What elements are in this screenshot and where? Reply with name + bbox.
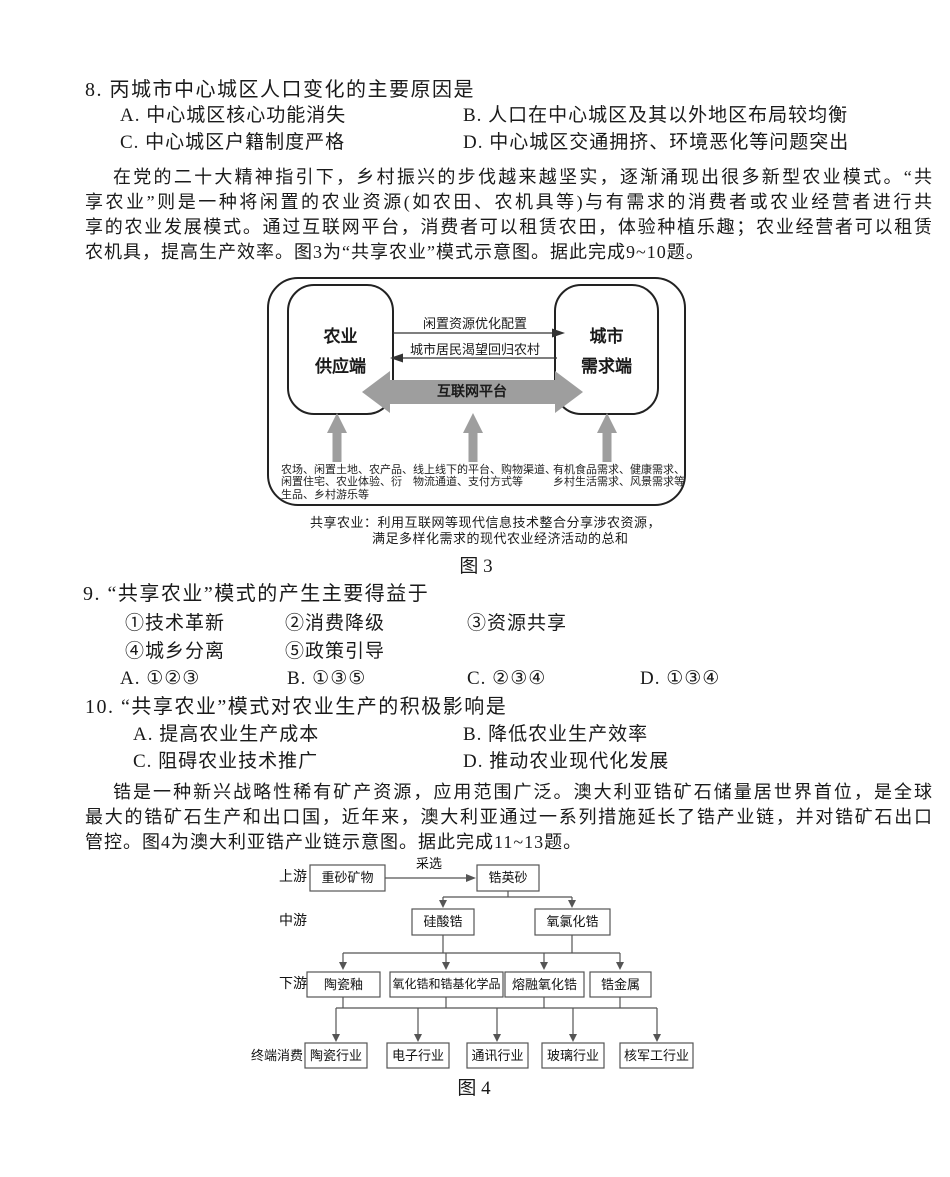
fig4-box-label-zircon-sand: 锆英砂 <box>488 870 528 885</box>
q10-option-b: B. 降低农业生产效率 <box>463 724 649 745</box>
fig4-box-label-heavy-sand: 重砂矿物 <box>321 870 374 885</box>
fig3-arrow-top-label: 闲置资源优化配置 <box>422 316 527 331</box>
fig3-demand-line-2: 需求端 <box>581 357 632 376</box>
fig4-box-heavy-sand <box>309 864 386 892</box>
fig4-box-label-glass-industry: 玻璃行业 <box>546 1048 599 1063</box>
fig4-stage-end-consumption: 终端消费 <box>251 1048 304 1063</box>
fig4-connector-upstream-midstream <box>439 891 576 908</box>
fig4-box-label-zirconia-chemicals: 氧化锆和锆基化学品 <box>392 977 501 991</box>
fig3-platform-label: 互联网平台 <box>437 383 507 399</box>
fig3-supply-items-line-2: 闲置住宅、农业体验、衍 <box>281 476 402 489</box>
fig4-stage-midstream: 中游 <box>279 914 307 929</box>
fig3-arrow-left <box>390 353 557 363</box>
fig3-supply-box <box>287 284 394 415</box>
fig3-supply-line-2: 供应端 <box>315 357 366 376</box>
fig4-box-electronics-industry <box>386 1042 450 1069</box>
passage1-line-1: 在党的二十大精神指引下，乡村振兴的步伐越来越坚实，逐渐涌现出很多新型农业模式。“… <box>113 167 933 187</box>
fig3-up-arrow-platform <box>463 413 483 462</box>
fig3-caption: 图 3 <box>459 556 493 577</box>
fig4-stage-downstream: 下游 <box>279 977 307 992</box>
fig4-box-ceramic-glaze <box>306 971 381 998</box>
fig3-platform-items-line-1: 线上线下的平台、购物渠道、 <box>413 464 556 476</box>
q9-item-2: ②消费降级 <box>285 613 386 634</box>
fig3-definition-line-1: 共享农业：利用互联网等现代信息技术整合分享涉农资源， <box>310 515 662 530</box>
fig4-box-label-telecom-industry: 通讯行业 <box>471 1048 524 1063</box>
fig4-process-label: 采选 <box>415 856 442 871</box>
fig3-platform-items-line-2: 物流通道、支付方式等 <box>413 476 523 489</box>
fig4-box-fused-zirconia <box>504 971 585 998</box>
q9-item-3: ③资源共享 <box>467 613 568 634</box>
fig3-outer-frame <box>267 277 686 506</box>
q10-option-c: C. 阻碍农业技术推广 <box>133 751 319 772</box>
q9-option-a: A. ①②③ <box>120 668 201 689</box>
fig4-box-zirconia-chemicals <box>389 971 504 998</box>
fig4-box-telecom-industry <box>466 1042 529 1069</box>
fig3-up-arrow-supply <box>327 413 347 462</box>
fig4-box-label-zirconium-silicate: 硅酸锆 <box>423 914 463 929</box>
fig4-box-label-nuclear-military: 核军工行业 <box>623 1048 689 1063</box>
passage1-line-3: 享的农业发展模式。通过互联网平台，消费者可以租赁农田，体验种植乐趣；农业经营者可… <box>85 217 933 237</box>
fig4-box-label-zirconium-metal: 锆金属 <box>600 977 640 992</box>
passage2-line-2: 最大的锆矿石生产和出口国，近年来，澳大利亚通过一系列措施延长了锆产业链，并对锆矿… <box>85 807 933 827</box>
q8-option-c: C. 中心城区户籍制度严格 <box>120 132 346 153</box>
fig4-box-nuclear-military-industry <box>619 1042 694 1069</box>
fig3-supply-items: 农场、闲置土地、农产品、 闲置住宅、农业体验、衍 生品、乡村游乐等 <box>281 464 413 501</box>
fig3-supply-items-line-3: 生品、乡村游乐等 <box>281 488 369 501</box>
fig4-connector-downstream-consumption <box>332 997 661 1042</box>
fig3-up-arrow-demand <box>597 413 617 462</box>
q9-item-1: ①技术革新 <box>125 613 226 634</box>
fig3-demand-items-line-1: 有机食品需求、健康需求、 <box>553 464 685 476</box>
fig3-demand-line-1: 城市 <box>589 327 624 346</box>
fig4-mining-arrow <box>385 874 476 882</box>
q10-option-a: A. 提高农业生产成本 <box>133 724 320 745</box>
q9-option-d: D. ①③④ <box>640 668 721 689</box>
q10-option-d: D. 推动农业现代化发展 <box>463 751 670 772</box>
q8-option-d: D. 中心城区交通拥挤、环境恶化等问题突出 <box>463 132 850 153</box>
q9-stem: 9. “共享农业”模式的产生主要得益于 <box>83 583 430 605</box>
q9-option-b: B. ①③⑤ <box>287 668 367 689</box>
fig4-box-ceramic-industry <box>304 1042 368 1069</box>
q10-stem: 10. “共享农业”模式对农业生产的积极影响是 <box>85 696 508 718</box>
fig4-box-label-electronics-industry: 电子行业 <box>391 1048 444 1063</box>
fig3-supply-line-1: 农业 <box>323 327 358 346</box>
passage2-line-3: 管控。图4为澳大利亚锆产业链示意图。据此完成11~13题。 <box>85 832 583 852</box>
q9-item-5: ⑤政策引导 <box>285 641 386 662</box>
fig4-box-label-ceramic-industry: 陶瓷行业 <box>309 1048 362 1063</box>
fig4-caption: 图 4 <box>457 1078 491 1099</box>
fig3-arrow-mid-label: 城市居民渴望回归农村 <box>409 342 540 357</box>
fig3-demand-items-line-2: 乡村生活需求、风景需求等 <box>553 476 685 489</box>
fig3-platform-items: 线上线下的平台、购物渠道、 物流通道、支付方式等 <box>413 464 556 489</box>
fig3-demand-items: 有机食品需求、健康需求、 乡村生活需求、风景需求等 <box>553 464 685 489</box>
fig3-supply-box-label: 农业 供应端 <box>288 322 393 382</box>
fig3-arrow-right <box>393 328 565 338</box>
fig4-box-label-zirconium-oxychloride: 氧氯化锆 <box>546 914 599 929</box>
fig4-box-glass-industry <box>541 1042 605 1069</box>
fig3-demand-box-label: 城市 需求端 <box>555 322 658 382</box>
fig4-box-label-ceramic-glaze: 陶瓷釉 <box>323 977 363 992</box>
passage2-line-1: 锆是一种新兴战略性稀有矿产资源，应用范围广泛。澳大利亚锆矿石储量居世界首位，是全… <box>113 782 933 802</box>
fig4-stage-upstream: 上游 <box>279 870 307 885</box>
fig3-definition-line-2: 满足多样化需求的现代农业经济活动的总和 <box>372 531 629 546</box>
fig4-connector-midstream-downstream <box>339 935 624 970</box>
q9-item-4: ④城乡分离 <box>125 641 226 662</box>
fig3-platform-arrow <box>362 371 583 413</box>
fig3-supply-items-line-1: 农场、闲置土地、农产品、 <box>281 464 413 476</box>
q8-stem: 8. 丙城市中心城区人口变化的主要原因是 <box>85 79 475 101</box>
fig4-box-zirconium-oxychloride <box>534 908 611 936</box>
q8-option-b: B. 人口在中心城区及其以外地区布局较均衡 <box>463 105 849 126</box>
q9-option-c: C. ②③④ <box>467 668 547 689</box>
fig4-box-label-fused-zirconia: 熔融氧化锆 <box>511 977 577 992</box>
passage1-line-4: 农机具，提高生产效率。图3为“共享农业”模式示意图。据此完成9~10题。 <box>85 242 705 262</box>
q8-option-a: A. 中心城区核心功能消失 <box>120 105 347 126</box>
passage1-line-2: 享农业”则是一种将闲置的农业资源(如农田、农机具等)与有需求的消费者或农业经营者… <box>85 192 933 212</box>
